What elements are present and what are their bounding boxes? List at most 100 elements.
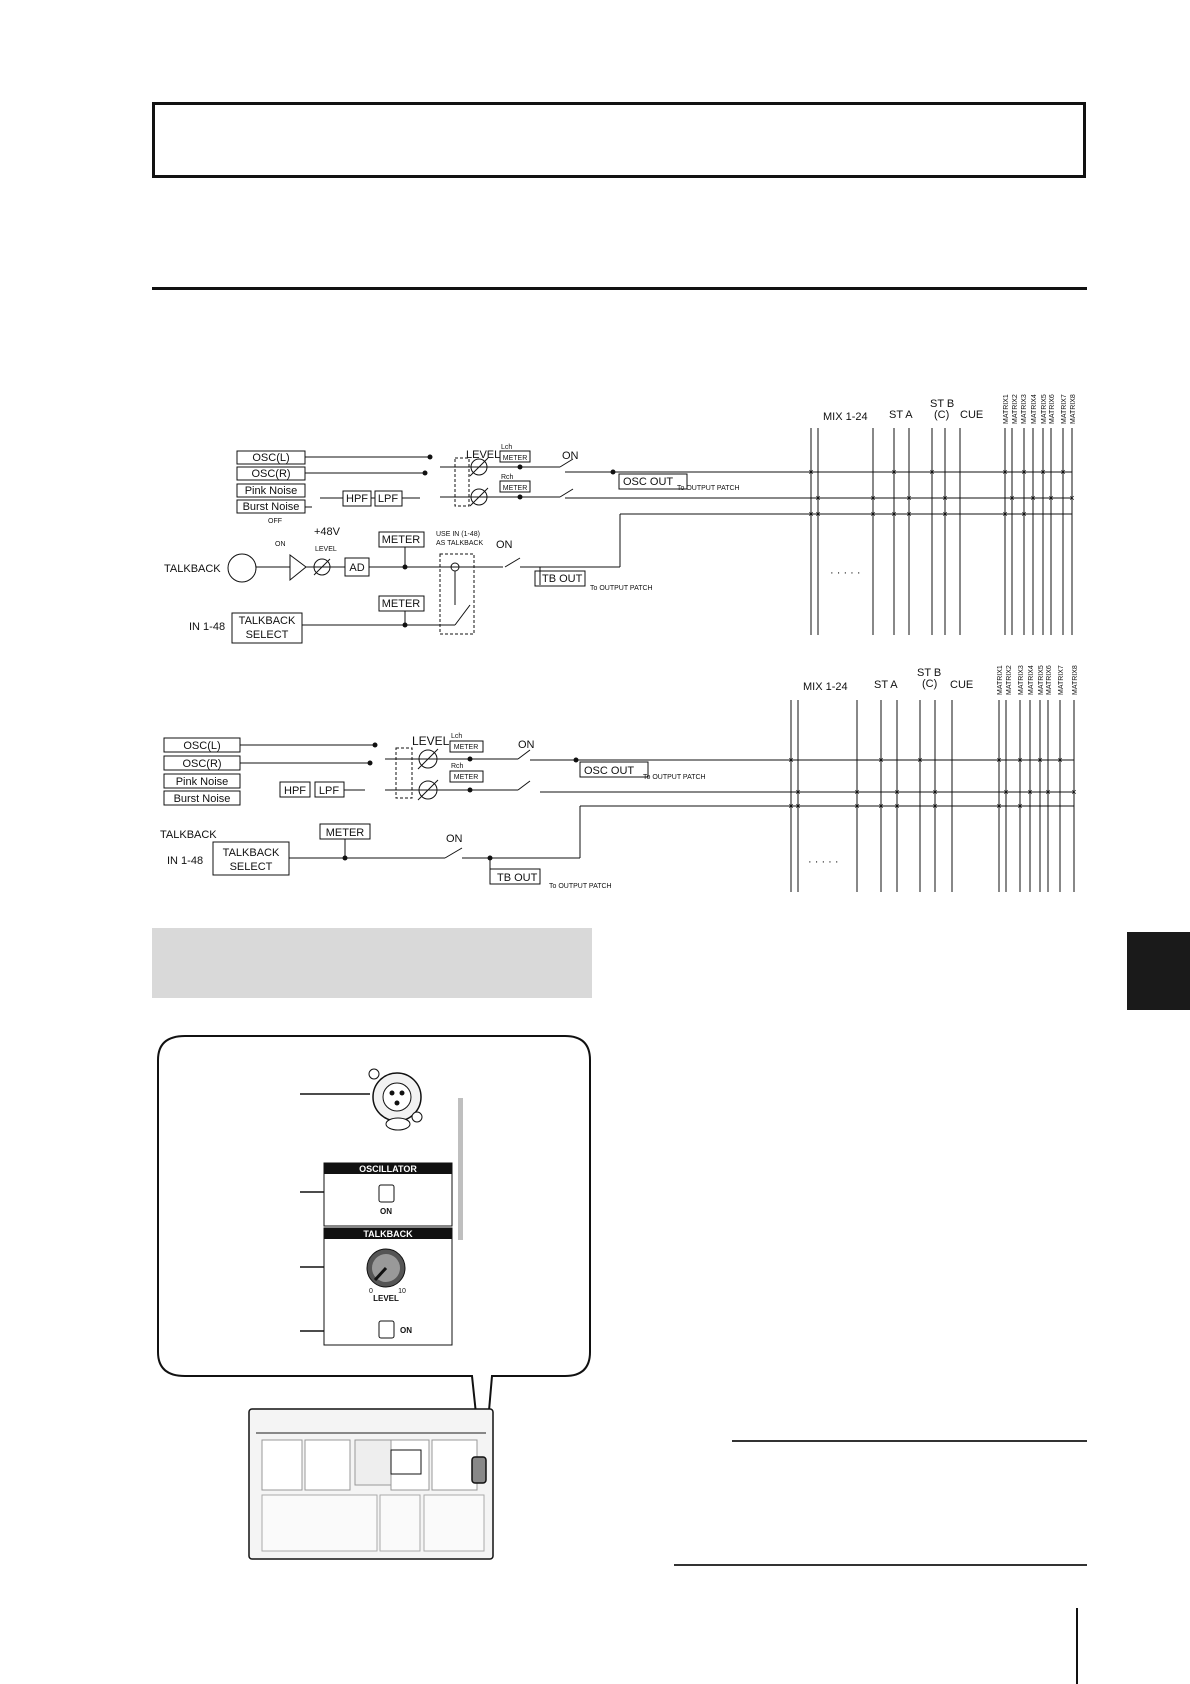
svg-text:×: × <box>894 787 899 797</box>
svg-text:×: × <box>788 755 793 765</box>
d1-osc-r: OSC(R) <box>251 468 290 480</box>
svg-text:×: × <box>1048 493 1053 503</box>
oscillator-on-button[interactable] <box>378 1184 395 1203</box>
d2-stb-label: ST B <box>917 667 941 679</box>
svg-text:×: × <box>1071 787 1076 797</box>
d1-burst-noise: Burst Noise <box>243 501 300 513</box>
block-diagram-1: ××× ×××× ×××× ×××× ×××× ×××× MIX 1-24 ST… <box>164 394 1077 644</box>
d1-pink-noise: Pink Noise <box>245 485 298 497</box>
d1-lpf: LPF <box>378 493 398 505</box>
svg-text:×: × <box>788 801 793 811</box>
d2-rch: Rch <box>451 763 464 770</box>
d1-hpf: HPF <box>346 493 368 505</box>
d2-matrix-label: MATRIX5 <box>1038 665 1045 695</box>
d2-tb-select-2: SELECT <box>230 861 273 873</box>
panel-illustration: OSCILLATOR ON TALKBACK 0 10 LEVEL ON <box>157 1035 591 1560</box>
svg-text:×: × <box>1021 509 1026 519</box>
d2-osc-out: OSC OUT <box>584 765 634 777</box>
svg-text:×: × <box>870 509 875 519</box>
svg-text:×: × <box>1009 493 1014 503</box>
svg-text:×: × <box>932 787 937 797</box>
d2-mix-label: MIX 1-24 <box>803 681 848 693</box>
d1-meter-l: METER <box>503 455 528 462</box>
talkback-on-label: ON <box>400 1326 412 1335</box>
d2-meter-tb: METER <box>326 827 365 839</box>
d2-lpf: LPF <box>319 785 339 797</box>
svg-text:×: × <box>1045 787 1050 797</box>
d1-level: LEVEL <box>466 449 500 461</box>
d2-matrix-label: MATRIX3 <box>1018 665 1025 695</box>
d2-burst-noise: Burst Noise <box>174 793 231 805</box>
d1-ch-level: LEVEL <box>315 546 337 553</box>
d1-matrix-label: MATRIX5 <box>1041 394 1048 424</box>
console-overview-image <box>248 1408 494 1560</box>
svg-text:×: × <box>854 801 859 811</box>
d1-meter-tb: METER <box>382 534 421 546</box>
subsection-heading-box <box>152 928 592 998</box>
d1-talkback: TALKBACK <box>164 563 221 575</box>
d2-tb-out: TB OUT <box>497 872 538 884</box>
d2-matrix-label: MATRIX4 <box>1028 665 1035 695</box>
d2-pink-noise: Pink Noise <box>176 776 229 788</box>
d1-as-talkback: AS TALKBACK <box>436 540 484 547</box>
d1-matrix-label: MATRIX8 <box>1070 394 1077 424</box>
xlr-connector-icon <box>368 1068 423 1131</box>
d1-use-in: USE IN (1-48) <box>436 531 480 538</box>
d2-matrix-label: MATRIX2 <box>1006 665 1013 695</box>
d2-osc-r: OSC(R) <box>182 758 221 770</box>
d2-sta-label: ST A <box>874 679 898 691</box>
d2-in148: IN 1-48 <box>167 855 203 867</box>
d1-matrix-label: MATRIX1 <box>1003 394 1010 424</box>
d2-lch: Lch <box>451 733 462 740</box>
knob-max-label: 10 <box>398 1288 406 1295</box>
svg-text:×: × <box>1030 493 1035 503</box>
section-title-box <box>152 102 1086 178</box>
svg-text:×: × <box>932 801 937 811</box>
d2-on-tb: ON <box>446 833 463 845</box>
d2-matrix-label: MATRIX7 <box>1058 665 1065 695</box>
svg-text:×: × <box>1002 509 1007 519</box>
svg-text:×: × <box>1069 493 1074 503</box>
talkback-level-knob[interactable] <box>366 1248 406 1288</box>
svg-text:×: × <box>815 509 820 519</box>
note-rule-top <box>732 1440 1087 1442</box>
svg-text:×: × <box>929 467 934 477</box>
d1-meter-in: METER <box>382 598 421 610</box>
d1-sta-label: ST A <box>889 409 913 421</box>
d1-dots: · · · · · <box>830 567 861 579</box>
d2-hpf: HPF <box>284 785 306 797</box>
knob-min-label: 0 <box>369 1288 373 1295</box>
d2-matrix-label: MATRIX1 <box>997 665 1004 695</box>
svg-text:×: × <box>1021 467 1026 477</box>
block-diagram-2: ××× ×××× ×××× ×××× ×××× ×××× MIX 1-24 ST… <box>160 665 1079 892</box>
d1-lch: Lch <box>501 444 512 451</box>
talkback-on-button[interactable] <box>378 1320 395 1339</box>
svg-text:×: × <box>815 493 820 503</box>
d2-matrix-label: MATRIX6 <box>1046 665 1053 695</box>
knob-level-label: LEVEL <box>373 1294 399 1303</box>
svg-text:×: × <box>1040 467 1045 477</box>
page-number-rule <box>1076 1608 1078 1684</box>
svg-text:×: × <box>996 755 1001 765</box>
d2-to-output-patch: To OUTPUT PATCH <box>643 774 706 781</box>
d2-tb-select-1: TALKBACK <box>223 847 280 859</box>
d1-off: OFF <box>268 518 282 525</box>
d1-tb-out: TB OUT <box>542 573 583 585</box>
d1-in148: IN 1-48 <box>189 621 225 633</box>
d1-matrix-label: MATRIX6 <box>1049 394 1056 424</box>
d1-phantom: +48V <box>314 526 341 538</box>
d2-talkback: TALKBACK <box>160 829 217 841</box>
svg-text:×: × <box>891 509 896 519</box>
svg-text:×: × <box>1017 755 1022 765</box>
d1-osc-out: OSC OUT <box>623 476 673 488</box>
chapter-tab <box>1127 932 1190 1010</box>
svg-text:×: × <box>1037 755 1042 765</box>
note-rule-bottom <box>674 1564 1087 1566</box>
d1-ch-on: ON <box>275 541 286 548</box>
d1-ad: AD <box>349 562 364 574</box>
d1-cue-label: CUE <box>960 409 983 421</box>
d1-tb-select-1: TALKBACK <box>239 615 296 627</box>
d2-tb-to-output-patch: To OUTPUT PATCH <box>549 883 612 890</box>
d2-level: LEVEL <box>412 734 450 748</box>
d1-to-output-patch: To OUTPUT PATCH <box>677 485 740 492</box>
